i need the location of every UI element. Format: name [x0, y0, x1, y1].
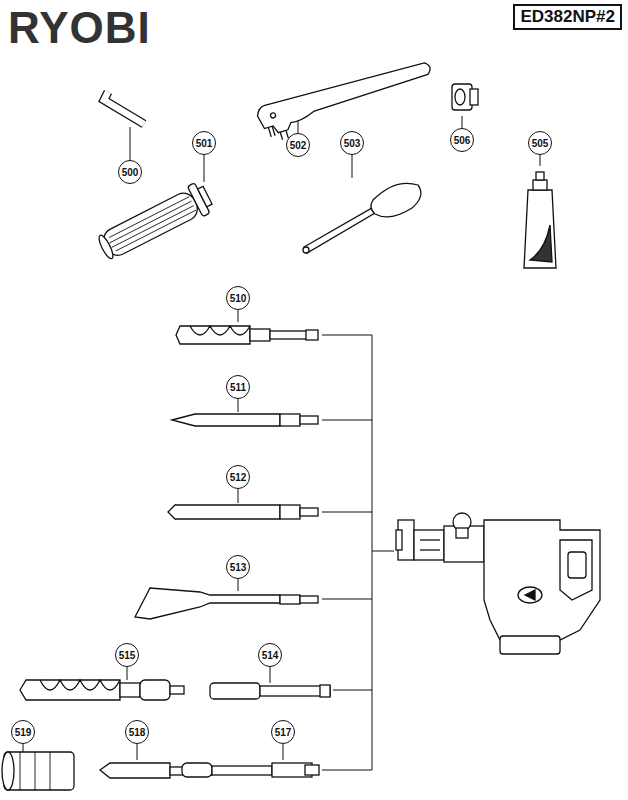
callout-number: 505: [528, 131, 552, 155]
callout-text: 502: [290, 140, 307, 151]
bushing: [452, 84, 478, 110]
callout-number: 510: [226, 286, 250, 310]
callout-number: 512: [226, 465, 250, 489]
callout-number: 513: [226, 555, 250, 579]
side-handle: [95, 180, 216, 264]
callout-text: 512: [230, 472, 247, 483]
callout-number: 515: [115, 643, 139, 667]
callout-text: 518: [129, 727, 146, 738]
callout-text: 511: [230, 382, 246, 393]
model-number: ED382NP#2: [520, 7, 615, 26]
callout-number: 519: [11, 720, 35, 744]
callout-number: 503: [340, 131, 364, 155]
callout-text: 519: [15, 727, 32, 738]
callout-number: 517: [271, 720, 295, 744]
grease-tube: [524, 172, 556, 268]
callout-text: 505: [532, 138, 549, 149]
callout-number: 506: [450, 128, 474, 152]
rotary-hammer: [396, 513, 600, 654]
callout-number: 502: [286, 133, 310, 157]
hex-key: [104, 92, 144, 124]
callout-text: 514: [262, 650, 279, 661]
callout-number: 501: [192, 131, 216, 155]
grease-spoon: [303, 183, 421, 253]
callout-text: 501: [196, 138, 213, 149]
callout-text: 515: [119, 650, 136, 661]
callout-text: 510: [230, 293, 247, 304]
callout-number: 511: [226, 375, 250, 399]
callout-number: 514: [258, 643, 282, 667]
leader-lines: [23, 113, 540, 760]
callout-text: 506: [454, 135, 471, 146]
callout-text: 517: [275, 727, 292, 738]
model-box: ED382NP#2: [513, 4, 622, 30]
drill-bits: [2, 326, 330, 790]
callout-number: 518: [125, 720, 149, 744]
callout-text: 503: [344, 138, 361, 149]
brand-logo: RYOBI: [8, 6, 151, 50]
callout-number: 500: [118, 160, 142, 184]
callout-text: 500: [122, 167, 139, 178]
callout-text: 513: [230, 562, 247, 573]
group-bracket: [322, 335, 394, 770]
